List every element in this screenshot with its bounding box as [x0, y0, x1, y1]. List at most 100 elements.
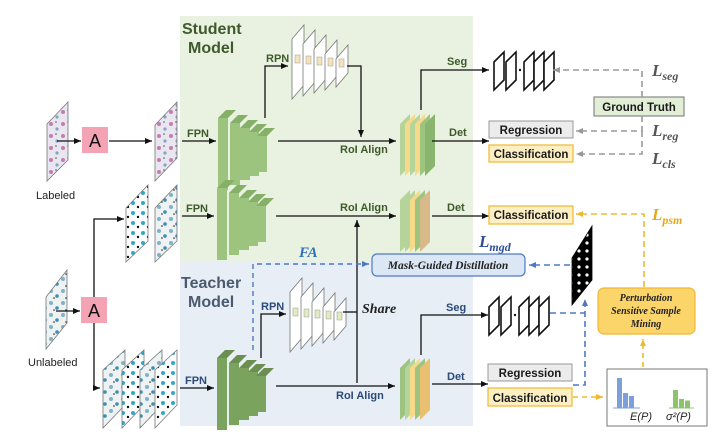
mask-image: [571, 224, 593, 307]
ground-truth-label: Ground Truth: [602, 102, 675, 114]
seg-teacher-arrow: [420, 312, 488, 355]
rpn-teacher-label: RPN: [261, 301, 284, 313]
det-teacher-label: Det: [447, 371, 465, 383]
loss-reg: Lreg: [651, 121, 678, 143]
seg-mask: [523, 50, 535, 92]
classification-bottom-box: [487, 387, 573, 407]
teacher-fpn-stack: [217, 350, 274, 430]
teacher-title-2: Model: [188, 294, 234, 311]
fpn-layer-face: [229, 363, 239, 425]
det-mid-label: Det: [447, 202, 465, 214]
psm-box: [597, 287, 696, 335]
proposal-to-roi-top: [347, 65, 364, 137]
fpn-top-label: FPN: [187, 128, 209, 140]
strong-aug-image: [125, 184, 149, 263]
fa-label: FA: [298, 245, 318, 261]
det-top-label: Det: [449, 127, 467, 139]
proposal-box: [292, 307, 299, 317]
variance-bar: [679, 399, 684, 408]
psm-line3: Mining: [630, 319, 662, 330]
ellipsis-dot: [518, 68, 522, 72]
proposal-box: [305, 55, 312, 65]
regression-top-label: Regression: [500, 125, 563, 137]
teacher-proposals: [289, 276, 347, 354]
rpn-teacher-arrow: [260, 311, 286, 358]
student-seg-masks: [493, 50, 555, 92]
gt-to-seg-dash: [553, 67, 643, 97]
student-fpn-top-stack: [218, 110, 275, 190]
fpn-layer-face: [248, 202, 258, 246]
psm-line1: Perturbation: [620, 293, 673, 304]
proposal-box: [327, 57, 334, 67]
weak-aug-image: [154, 184, 178, 263]
stats-chart: [613, 378, 694, 409]
regression-top-box: [488, 120, 574, 139]
fpn-layer-face: [256, 206, 266, 242]
seg-mask: [488, 295, 500, 337]
roi-top-label: RoI Align: [340, 144, 388, 156]
fpn-layer-face: [229, 193, 239, 255]
loss-psm: Lpsm: [651, 205, 682, 227]
seg-mask: [538, 295, 550, 337]
rpn-top-arrow: [264, 63, 288, 118]
fpn-layer-face: [257, 136, 267, 172]
roi-teacher-label: RoI Align: [336, 390, 384, 402]
gt-to-cls-dash: [576, 131, 643, 157]
unlabeled-label: Unlabeled: [28, 357, 78, 369]
variance-bar: [685, 400, 690, 408]
teacher-roi-features: [400, 358, 430, 420]
roi-feature-slice: [425, 114, 435, 176]
classification-bottom-label: Classification: [493, 393, 568, 405]
teacher-input-image-4: [154, 349, 178, 429]
variance-bar: [673, 390, 678, 408]
proposal-box: [294, 54, 301, 64]
fpn-layer-face: [217, 188, 227, 260]
rpn-top-label: RPN: [266, 53, 289, 65]
augment-label-labeled: A: [89, 131, 101, 151]
labeled-label: Labeled: [36, 190, 75, 202]
fpn-layer-face: [240, 128, 250, 180]
ellipsis-dot: [513, 313, 517, 317]
fpn-layer-face: [249, 132, 259, 176]
loss-seg: Lseg: [651, 61, 678, 83]
regression-bottom-label: Regression: [499, 368, 562, 380]
seg-mask: [533, 50, 545, 92]
loss-mgd: Lmgd: [478, 232, 512, 254]
seg-mask: [500, 295, 512, 337]
psm-to-cls-dash: [576, 211, 645, 287]
seg-mask: [505, 50, 517, 92]
gt-to-reg-dash: [576, 116, 643, 134]
augmented-labeled-image: [154, 101, 178, 182]
proposal-box: [314, 309, 321, 319]
seg-mask: [543, 50, 555, 92]
student-proposals: [291, 23, 349, 101]
proposal-box: [325, 310, 332, 320]
proposal-box: [316, 56, 323, 66]
student-roi-features-mid: [400, 190, 430, 252]
fpn-layer-face: [217, 358, 227, 430]
regression-bottom-box: [487, 363, 573, 382]
proposal-box: [303, 308, 310, 318]
ground-truth-box: [593, 96, 685, 117]
roi-feature-slice: [420, 190, 430, 252]
seg-mask: [493, 50, 505, 92]
augment-label-unlabeled: A: [88, 301, 100, 321]
augment-box-unlabeled: [81, 297, 107, 323]
fpn-teacher-label: FPN: [185, 375, 207, 387]
classification-top-box: [488, 144, 574, 163]
seg-top-label: Seg: [447, 56, 467, 68]
student-title-1: Student: [182, 21, 242, 38]
teacher-reg-to-mask-dash: [573, 299, 588, 386]
classification-mid-label: Classification: [494, 210, 569, 222]
student-fpn-mid-stack: [217, 180, 274, 260]
mean-bar: [617, 378, 622, 408]
fa-dash-path: [252, 261, 369, 350]
teacher-seg-masks: [488, 295, 550, 337]
mean-bar: [623, 393, 628, 408]
fpn-mid-label: FPN: [186, 203, 208, 215]
augment-box-labeled: [82, 127, 108, 153]
fpn-layer-face: [218, 118, 228, 190]
seg-mask: [518, 295, 530, 337]
seg-teacher-label: Seg: [446, 302, 466, 314]
